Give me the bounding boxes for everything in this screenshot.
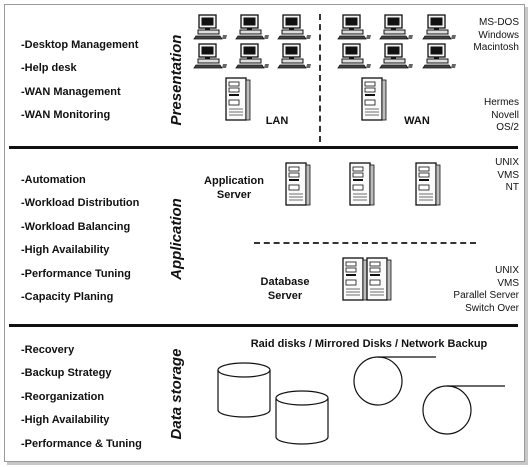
- platform-label: VMS: [497, 277, 519, 289]
- tower-server-icon: [366, 257, 392, 301]
- platform-label: UNIX: [495, 157, 519, 168]
- desktop-computer-icon: [337, 14, 372, 40]
- desktop-computer-icon: [379, 14, 414, 40]
- platform-label: Switch Over: [465, 302, 519, 314]
- desktop-computer-icon: [193, 43, 228, 69]
- list-item: -High Availability: [21, 414, 110, 427]
- client-platforms: MS-DOS Windows Macintosh: [473, 17, 519, 55]
- tower-server-icon: [342, 257, 368, 301]
- tower-server-icon: [415, 162, 441, 206]
- disk-cylinder-icon: [217, 362, 271, 418]
- platform-label: UNIX: [495, 265, 519, 276]
- desktop-computer-icon: [277, 14, 312, 40]
- platform-label: NT: [505, 182, 519, 193]
- platform-label: OS/2: [496, 122, 519, 133]
- desktop-computer-icon: [193, 14, 228, 40]
- list-item: -Backup Strategy: [21, 367, 112, 380]
- application-server-label: Application Server: [196, 174, 272, 202]
- list-item: -Workload Balancing: [21, 220, 131, 233]
- application-server-label-line: Server: [216, 189, 252, 201]
- platform-label: MS-DOS: [479, 17, 519, 28]
- tower-server-icon: [285, 162, 311, 206]
- platform-label: Parallel Server: [453, 290, 519, 301]
- network-os-list: Hermes Novell OS/2: [484, 97, 519, 135]
- platform-label: Macintosh: [473, 42, 519, 53]
- tape-reel-icon: [422, 385, 505, 435]
- application-server-label-line: Application: [204, 175, 264, 187]
- list-item: -Workload Distribution: [21, 197, 140, 210]
- data-storage-task-list: -Recovery -Backup Strategy -Reorganizati…: [21, 339, 142, 456]
- list-item: -WAN Management: [21, 85, 121, 98]
- db-server-platforms: UNIX VMS Parallel Server Switch Over: [453, 265, 519, 315]
- desktop-computer-icon: [235, 14, 270, 40]
- platform-label: VMS: [497, 169, 519, 181]
- platform-label: Hermes: [483, 97, 519, 108]
- database-server-label-line: Database: [260, 276, 310, 288]
- list-item: -Recovery: [21, 344, 75, 356]
- list-item: -WAN Monitoring: [21, 109, 111, 122]
- platform-label: Windows: [478, 29, 519, 41]
- lan-label: LAN: [265, 115, 289, 127]
- tier-separator-application-data: [9, 324, 518, 327]
- disk-cylinder-icon: [275, 390, 329, 445]
- desktop-computer-icon: [422, 14, 457, 40]
- tower-server-icon: [225, 77, 251, 121]
- list-item: -High Availability: [21, 244, 110, 257]
- platform-label: Novell: [491, 109, 519, 121]
- desktop-computer-icon: [235, 43, 270, 69]
- desktop-computer-icon: [337, 43, 372, 69]
- desktop-computer-icon: [422, 43, 457, 69]
- database-server-label: Database Server: [252, 275, 318, 303]
- lan-wan-divider: [319, 14, 321, 142]
- list-item: -Automation: [21, 174, 86, 186]
- tape-reel-icon: [353, 356, 436, 406]
- storage-caption: Raid disks / Mirrored Disks / Network Ba…: [250, 338, 488, 350]
- desktop-computer-icon: [277, 43, 312, 69]
- desktop-computer-icon: [379, 43, 414, 69]
- tower-server-icon: [361, 77, 387, 121]
- wan-label: WAN: [404, 115, 430, 127]
- list-item: -Desktop Management: [21, 39, 139, 51]
- list-item: -Help desk: [21, 62, 77, 75]
- app-server-platforms: UNIX VMS NT: [495, 157, 519, 195]
- tower-server-icon: [349, 162, 375, 206]
- tier-separator-presentation-application: [9, 146, 518, 149]
- list-item: -Performance Tuning: [21, 267, 131, 280]
- list-item: -Reorganization: [21, 390, 105, 403]
- app-db-divider: [254, 242, 476, 244]
- list-item: -Performance & Tuning: [21, 437, 142, 450]
- database-server-label-line: Server: [267, 290, 303, 302]
- list-item: -Capacity Planing: [21, 290, 114, 303]
- presentation-task-list: -Desktop Management -Help desk -WAN Mana…: [21, 34, 138, 128]
- application-task-list: -Automation -Workload Distribution -Work…: [21, 169, 139, 309]
